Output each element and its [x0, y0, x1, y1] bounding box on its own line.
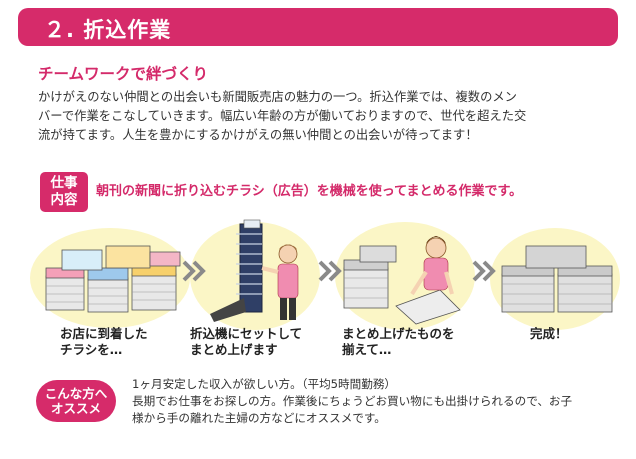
recommend-text: 1ヶ月安定した収入が欲しい方。（平均5時間勤務） 長期でお仕事をお探しの方。作業…	[132, 376, 602, 427]
step-label-line: チラシを…	[60, 342, 123, 357]
recommend-line: 様から手の離れた主婦の方などにオススメです。	[132, 411, 386, 425]
insert-machine-image	[210, 219, 299, 322]
arranging-image	[343, 236, 461, 325]
chevron-right-icon	[318, 260, 342, 282]
intro-line: 流が持てます。人生を豊かにするかけがえの無い仲間との出会いが待ってます！	[38, 128, 478, 142]
recommend-badge-line: オススメ	[50, 401, 101, 416]
finished-bundles-image	[501, 245, 613, 313]
chevron-right-icon	[472, 260, 496, 282]
step-label-line: 完成！	[530, 326, 568, 341]
step-label-line: まとめ上げます	[190, 342, 278, 357]
flyer-stacks-image	[45, 245, 181, 313]
step-label-line: 折込機にセットして	[190, 326, 303, 341]
intro-line: かけがえのない仲間との出会いも新聞販売店の魅力の一つ。折込作業では、複数のメン	[38, 90, 517, 104]
intro-text: かけがえのない仲間との出会いも新聞販売店の魅力の一つ。折込作業では、複数のメン …	[38, 88, 604, 145]
chevron-right-icon	[182, 260, 206, 282]
step-label-line: 揃えて…	[342, 342, 392, 357]
step-label: 完成！	[530, 326, 568, 342]
section-title: ２. 折込作業	[44, 18, 172, 42]
step-label: 折込機にセットして まとめ上げます	[190, 326, 302, 358]
section-header: ２. 折込作業	[18, 8, 618, 46]
job-badge: 仕事 内容	[40, 172, 88, 212]
step-label: まとめ上げたものを 揃えて…	[342, 326, 455, 358]
recommend-line: 長期でお仕事をお探しの方。作業後にちょうどお買い物にも出掛けられるので、お子	[132, 394, 573, 408]
recommend-badge-line: こんな方へ	[44, 386, 108, 401]
subtitle: チームワークで絆づくり	[38, 65, 209, 83]
step-label: お店に到着した チラシを…	[60, 326, 148, 358]
intro-line: バーで作業をこなしていきます。幅広い年齢の方が働いておりますので、世代を超えた交	[38, 109, 527, 123]
recommend-badge: こんな方へ オススメ	[36, 380, 116, 422]
step-label-line: お店に到着した	[60, 326, 148, 341]
job-description: 朝刊の新聞に折り込むチラシ（広告）を機械を使ってまとめる作業です。	[96, 184, 523, 199]
steps-illustration	[0, 218, 636, 330]
job-badge-line: 仕事	[50, 175, 78, 191]
step-label-line: まとめ上げたものを	[342, 326, 455, 341]
job-badge-line: 内容	[50, 192, 78, 208]
recommend-line: 1ヶ月安定した収入が欲しい方。（平均5時間勤務）	[132, 377, 397, 391]
